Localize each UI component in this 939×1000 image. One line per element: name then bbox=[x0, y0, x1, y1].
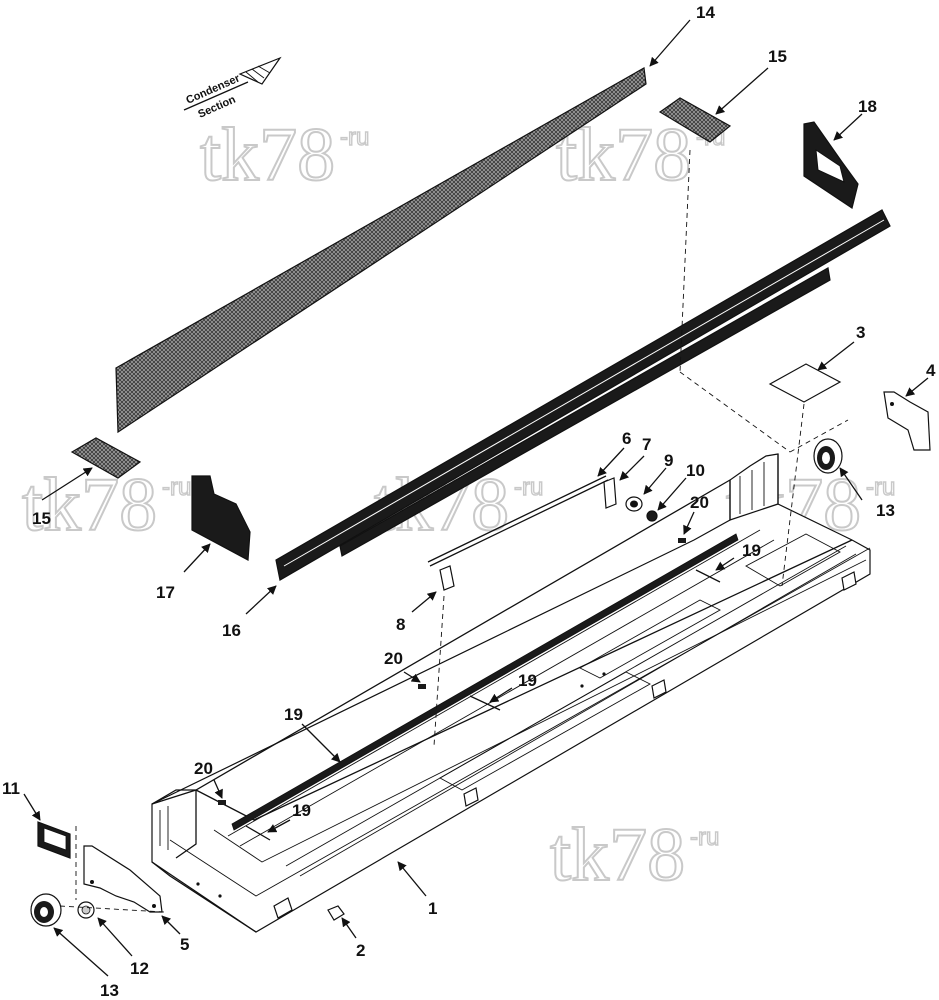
svg-text:tk78: tk78 bbox=[556, 113, 691, 197]
callout-11: 11 bbox=[2, 779, 20, 798]
part-12-washer bbox=[77, 901, 95, 919]
part-11-label-plate bbox=[37, 821, 71, 859]
callout-17: 17 bbox=[156, 583, 175, 602]
part-10-collar bbox=[646, 510, 658, 522]
watermark: tk78 -ru bbox=[199, 112, 370, 198]
callout-7: 7 bbox=[642, 435, 651, 454]
svg-text:-ru: -ru bbox=[340, 124, 369, 151]
callout-9: 9 bbox=[664, 451, 673, 470]
svg-text:tk78: tk78 bbox=[550, 813, 685, 897]
callout-5: 5 bbox=[180, 935, 189, 954]
svg-text:tk78: tk78 bbox=[200, 113, 335, 197]
callout-13-right: 13 bbox=[876, 501, 895, 520]
callout-6: 6 bbox=[622, 429, 631, 448]
callout-3: 3 bbox=[856, 323, 865, 342]
part-7-bracket bbox=[603, 477, 617, 509]
part-4-end-plate bbox=[883, 391, 931, 451]
part-8-linkage bbox=[439, 565, 455, 591]
part-13-wheel-right bbox=[813, 438, 843, 474]
part-18-bracket bbox=[803, 121, 859, 209]
part-20-clip-c bbox=[218, 800, 226, 805]
part-16-seal-rail bbox=[275, 209, 891, 581]
part-19-strip bbox=[231, 533, 739, 831]
watermark: tk78 -ru bbox=[555, 112, 726, 198]
callout-14: 14 bbox=[696, 3, 715, 22]
svg-text:-ru: -ru bbox=[514, 474, 543, 501]
callout-20-left: 20 bbox=[194, 759, 213, 778]
part-20-clip-b bbox=[418, 684, 426, 689]
part-2-nut bbox=[327, 905, 345, 921]
part-13-wheel-left bbox=[30, 893, 62, 927]
callout-leaders bbox=[23, 19, 929, 977]
callout-13-left: 13 bbox=[100, 981, 119, 1000]
part-5-end-plate bbox=[83, 845, 163, 913]
callout-16: 16 bbox=[222, 621, 241, 640]
callout-19-lower: 19 bbox=[292, 801, 311, 820]
callout-12: 12 bbox=[130, 959, 149, 978]
svg-text:-ru: -ru bbox=[690, 824, 719, 851]
callout-18: 18 bbox=[858, 97, 877, 116]
watermark: tk78 -ru bbox=[549, 812, 720, 898]
callout-20-middle: 20 bbox=[384, 649, 403, 668]
part-14-mesh-panel bbox=[115, 67, 647, 434]
callout-15-lower: 15 bbox=[32, 509, 51, 528]
part-15-pad-upper bbox=[658, 97, 732, 143]
part-1-base-frame bbox=[151, 453, 871, 933]
svg-text:-ru: -ru bbox=[866, 474, 895, 501]
part-20-clip-a bbox=[678, 538, 686, 543]
watermark: tk78 -ru bbox=[21, 462, 192, 548]
callout-4: 4 bbox=[926, 361, 936, 380]
callout-19-left: 19 bbox=[284, 705, 303, 724]
svg-text:tk78: tk78 bbox=[22, 463, 157, 547]
part-9-bearing bbox=[625, 496, 643, 512]
callout-8: 8 bbox=[396, 615, 405, 634]
callout-20-upper: 20 bbox=[690, 493, 709, 512]
part-17-bracket bbox=[191, 475, 251, 561]
svg-text:-ru: -ru bbox=[162, 474, 191, 501]
callout-15-upper: 15 bbox=[768, 47, 787, 66]
callout-19-right: 19 bbox=[742, 541, 761, 560]
condenser-direction-arrow: Condenser Section bbox=[183, 56, 282, 121]
callout-1: 1 bbox=[428, 899, 437, 918]
callout-labels: 14 15 18 3 4 6 7 9 10 20 19 13 8 20 19 1… bbox=[2, 3, 936, 1000]
callout-19-middle: 19 bbox=[518, 671, 537, 690]
assembly-lines bbox=[59, 149, 849, 913]
part-15-pad-lower bbox=[70, 437, 142, 479]
part-3-cover-plate bbox=[768, 363, 842, 403]
part-6-shaft bbox=[427, 475, 609, 567]
callout-10: 10 bbox=[686, 461, 705, 480]
callout-2: 2 bbox=[356, 941, 365, 960]
